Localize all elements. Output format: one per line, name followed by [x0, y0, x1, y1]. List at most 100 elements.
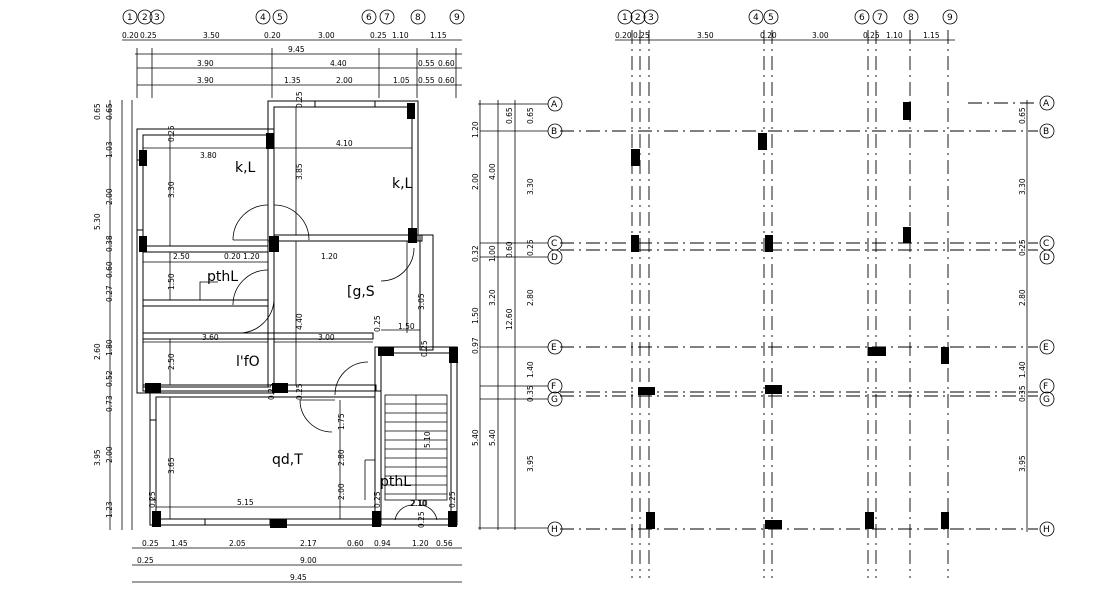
svg-text:3.95: 3.95 [1018, 455, 1027, 472]
plan-internal-dimensions: 3.80 3.30 0.25 4.10 3.85 0.25 2.50 1.50 … [148, 91, 457, 528]
svg-text:2.00: 2.00 [105, 446, 114, 463]
svg-text:1.00: 1.00 [488, 245, 497, 262]
svg-text:0.20: 0.20 [760, 31, 777, 40]
svg-text:9: 9 [947, 13, 953, 23]
svg-text:2.00: 2.00 [471, 173, 480, 190]
svg-text:3.95: 3.95 [526, 455, 535, 472]
column-top-bubbles: 1 2 3 4 5 6 7 8 9 0.20 0.25 3.50 0.20 3.… [615, 9, 958, 41]
svg-text:4: 4 [753, 13, 759, 23]
svg-text:0.94: 0.94 [374, 539, 391, 548]
plan-right-dimensions: 1.20 2.00 0.32 1.50 0.97 5.40 4.00 1.00 … [471, 100, 548, 530]
svg-text:4.10: 4.10 [336, 139, 353, 148]
svg-text:0.35: 0.35 [526, 385, 535, 402]
plan-bubble-2: 2 [142, 13, 148, 23]
plan-bubble-4: 4 [260, 13, 266, 23]
room-qdt: qd,T [272, 452, 303, 468]
svg-text:1.20: 1.20 [321, 252, 338, 261]
svg-text:9.45: 9.45 [290, 573, 307, 582]
column-dimensions: 0.65 3.30 0.25 1.40 0.35 3.95 0.65 3.30 … [526, 107, 1027, 472]
svg-text:0.55: 0.55 [418, 59, 435, 68]
svg-text:0.25: 0.25 [140, 31, 157, 40]
svg-text:3.80: 3.80 [200, 151, 217, 160]
svg-text:0.65: 0.65 [505, 107, 514, 124]
svg-text:7: 7 [877, 13, 883, 23]
svg-text:1.20: 1.20 [471, 121, 480, 138]
svg-text:1.80: 1.80 [105, 339, 114, 356]
svg-text:2.80: 2.80 [337, 449, 346, 466]
svg-text:1.20: 1.20 [412, 539, 429, 548]
svg-text:1.50: 1.50 [167, 273, 176, 290]
svg-text:0.65: 0.65 [526, 107, 535, 124]
svg-text:0.25: 0.25 [267, 383, 276, 400]
svg-text:0.60: 0.60 [438, 76, 455, 85]
svg-text:3.95: 3.95 [93, 449, 102, 466]
plan-bubble-6: 6 [366, 13, 372, 23]
room-bath-2: pthL [380, 474, 411, 490]
svg-text:0.25: 0.25 [370, 31, 387, 40]
svg-text:2.00: 2.00 [336, 76, 353, 85]
svg-text:5.40: 5.40 [471, 429, 480, 446]
svg-text:0.32: 0.32 [471, 245, 480, 262]
svg-text:2.00: 2.00 [105, 188, 114, 205]
svg-text:0.25: 0.25 [148, 491, 157, 508]
svg-text:2.50: 2.50 [173, 252, 190, 261]
svg-text:0.25: 0.25 [142, 539, 159, 548]
svg-text:2: 2 [635, 13, 641, 23]
svg-text:9.45: 9.45 [288, 45, 305, 54]
svg-text:C: C [1043, 239, 1049, 249]
svg-text:1.15: 1.15 [430, 31, 447, 40]
svg-text:1.75: 1.75 [337, 413, 346, 430]
svg-text:1.20: 1.20 [243, 252, 260, 261]
svg-text:F: F [1043, 382, 1048, 392]
room-gs: [g,S [347, 284, 375, 300]
svg-text:1.05: 1.05 [393, 76, 410, 85]
svg-text:0.27: 0.27 [105, 285, 114, 302]
svg-text:4.00: 4.00 [488, 163, 497, 180]
svg-text:H: H [1043, 525, 1050, 535]
svg-text:5.15: 5.15 [237, 498, 254, 507]
svg-text:0.25: 0.25 [420, 340, 429, 357]
svg-text:E: E [551, 343, 557, 353]
svg-text:0.25: 0.25 [526, 239, 535, 256]
svg-text:0.97: 0.97 [471, 337, 480, 354]
svg-text:2.60: 2.60 [93, 343, 102, 360]
svg-text:5.40: 5.40 [488, 429, 497, 446]
svg-text:1.10: 1.10 [886, 31, 903, 40]
svg-text:5.30: 5.30 [93, 213, 102, 230]
svg-text:1.35: 1.35 [284, 76, 301, 85]
svg-text:0.25: 0.25 [633, 31, 650, 40]
svg-text:3.00: 3.00 [318, 333, 335, 342]
room-kl-2: k,L [392, 176, 413, 192]
room-kl-1: k,L [235, 160, 256, 176]
column-layout-columns [631, 102, 949, 529]
svg-text:0.25: 0.25 [417, 511, 426, 528]
svg-text:0.60: 0.60 [347, 539, 364, 548]
svg-text:0.60: 0.60 [438, 59, 455, 68]
svg-text:E: E [1043, 343, 1049, 353]
plan-bubble-9: 9 [454, 13, 460, 23]
svg-text:2.10: 2.10 [411, 499, 428, 508]
plan-left-dimensions: 0.65 0.65 1.03 2.00 0.38 0.60 0.27 1.80 … [93, 100, 133, 530]
svg-text:0.25: 0.25 [373, 491, 382, 508]
svg-text:0.52: 0.52 [105, 370, 114, 387]
svg-text:0.20: 0.20 [224, 252, 241, 261]
svg-text:3.00: 3.00 [318, 31, 335, 40]
svg-text:4.40: 4.40 [330, 59, 347, 68]
svg-text:3.90: 3.90 [197, 59, 214, 68]
svg-text:0.56: 0.56 [436, 539, 453, 548]
svg-text:5: 5 [768, 13, 774, 23]
svg-text:A: A [551, 100, 558, 110]
svg-text:1.40: 1.40 [526, 361, 535, 378]
svg-text:D: D [1043, 253, 1050, 263]
svg-text:3.65: 3.65 [167, 457, 176, 474]
svg-text:0.65: 0.65 [93, 103, 102, 120]
svg-text:3.20: 3.20 [488, 289, 497, 306]
svg-text:0.60: 0.60 [505, 241, 514, 258]
svg-text:0.25: 0.25 [295, 91, 304, 108]
plan-bottom-dimensions: 0.25 1.45 2.05 2.17 0.60 0.94 1.20 0.56 … [132, 539, 462, 583]
plan-bubble-7: 7 [384, 13, 390, 23]
svg-text:0.55: 0.55 [418, 76, 435, 85]
svg-text:G: G [1043, 395, 1050, 405]
plan-top-dimensions: 0.20 0.25 3.50 0.20 3.00 0.25 1.10 1.15 … [122, 31, 462, 98]
svg-text:1.15: 1.15 [923, 31, 940, 40]
